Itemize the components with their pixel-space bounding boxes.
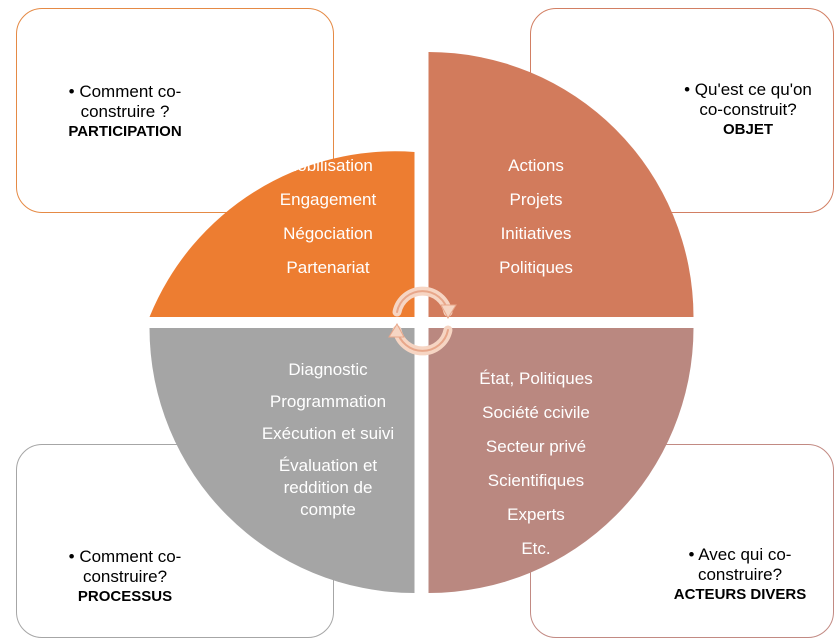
list-item: Politiques: [499, 258, 573, 277]
acteurs-question: • Avec qui co- construire?: [688, 545, 792, 584]
objet-question: • Qu'est ce qu'on co-construit?: [684, 80, 812, 119]
processus-question: • Comment co- construire?: [68, 547, 182, 586]
list-item: Actions: [508, 156, 564, 175]
acteurs-title: ACTEURS DIVERS: [673, 586, 807, 603]
list-item: Exécution et suivi: [261, 424, 395, 443]
objet-title: OBJET: [722, 121, 773, 138]
objet-items: Actions Projets Initiatives Politiques: [456, 155, 616, 279]
quadrant-bottom-left: [149, 328, 415, 594]
processus-title: PROCESSUS: [77, 588, 173, 605]
quadrant-top-right: [428, 52, 694, 317]
participation-question: • Comment co- construire ?: [68, 82, 182, 121]
list-item: Programmation: [269, 392, 387, 411]
list-item: Évaluation et reddition de compte: [278, 456, 378, 519]
processus-items: Diagnostic Programmation Exécution et su…: [232, 359, 424, 521]
list-item: Diagnostic: [288, 360, 368, 379]
list-item: Partenariat: [286, 258, 370, 277]
quadrant-bottom-right: [428, 328, 694, 594]
participation-title: PARTICIPATION: [68, 123, 182, 140]
participation-items: Mobilisation Engagement Négociation Part…: [248, 155, 408, 279]
list-item: Engagement: [279, 190, 377, 209]
quadrant-top-left: [149, 151, 415, 317]
list-item: Initiatives: [500, 224, 572, 243]
processus-label: • Comment co- construire? PROCESSUS: [40, 547, 210, 607]
acteurs-items: État, Politiques Société ccivile Secteur…: [450, 368, 622, 560]
list-item: Mobilisation: [283, 156, 373, 175]
list-item: Experts: [507, 505, 565, 524]
list-item: Société ccivile: [482, 403, 590, 422]
cycle-arrows-icon: [388, 286, 457, 356]
list-item: Projets: [509, 190, 563, 209]
list-item: Scientifiques: [487, 471, 585, 490]
acteurs-label: • Avec qui co- construire? ACTEURS DIVER…: [650, 545, 830, 605]
list-item: Secteur privé: [485, 437, 587, 456]
list-item: État, Politiques: [479, 369, 593, 388]
list-item: Négociation: [283, 224, 373, 243]
objet-label: • Qu'est ce qu'on co-construit? OBJET: [660, 80, 836, 140]
list-item: Etc.: [521, 539, 551, 558]
participation-label: • Comment co- construire ? PARTICIPATION: [40, 82, 210, 142]
